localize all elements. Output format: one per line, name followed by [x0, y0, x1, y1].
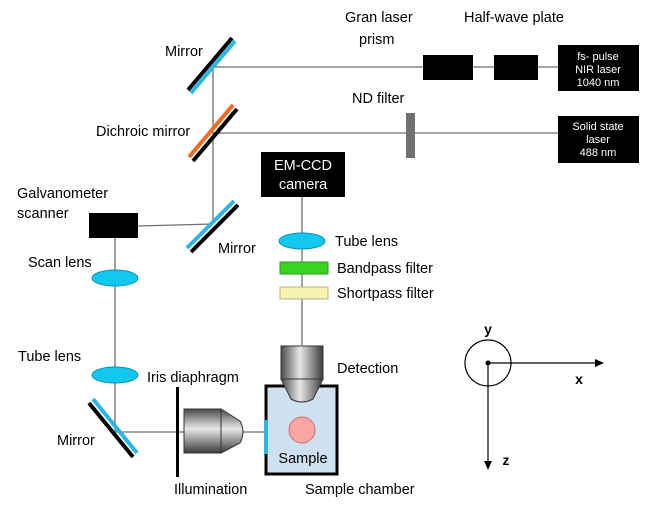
- mirror-mid-optic: [185, 199, 240, 254]
- fs-laser-line-2: NIR laser: [575, 64, 621, 76]
- nd-filter-block: [406, 113, 415, 158]
- fs-laser-line-3: 1040 nm: [577, 77, 620, 89]
- illumination-objective: [183, 408, 244, 454]
- detection-objective: [280, 345, 324, 403]
- label-tube-lens-right: Tube lens: [335, 234, 398, 250]
- beam-mirror-mid-to-galvo: [137, 223, 214, 227]
- fs-laser-box: [558, 45, 639, 91]
- solid-laser-box: [558, 116, 639, 163]
- label-half-wave-plate: Half-wave plate: [464, 10, 564, 26]
- emccd-line-1: EM-CCD: [274, 158, 332, 174]
- emccd-line-2: camera: [279, 177, 328, 193]
- shortpass-filter-optic: [279, 286, 329, 300]
- label-galvanometer-2: scanner: [17, 206, 69, 222]
- label-illumination: Illumination: [174, 482, 247, 498]
- chamber-window-left: [264, 420, 268, 454]
- label-galvanometer-1: Galvanometer: [17, 186, 108, 202]
- solid-laser-line-1: Solid state: [572, 121, 623, 133]
- label-mirror-top: Mirror: [165, 44, 203, 60]
- sample-sphere: [288, 416, 316, 444]
- label-mirror-bottom: Mirror: [57, 433, 95, 449]
- galvanometer-scanner-block: [89, 213, 138, 238]
- label-iris-diaphragm: Iris diaphragm: [147, 370, 239, 386]
- iris-diaphragm-optic: [176, 387, 179, 477]
- coordinate-axes: y x z: [464, 321, 604, 470]
- emccd-camera-box: [261, 152, 345, 197]
- tube-lens-right-optic: [278, 232, 326, 250]
- mirror-bottom-optic: [87, 397, 139, 459]
- label-detection: Detection: [337, 361, 398, 377]
- label-bandpass-filter: Bandpass filter: [337, 261, 433, 277]
- label-mirror-mid: Mirror: [218, 241, 256, 257]
- axis-x-arrowhead: [595, 359, 604, 367]
- label-gran-laser-prism-2: prism: [359, 32, 394, 48]
- axis-y-label: y: [484, 321, 492, 337]
- label-sample: Sample: [278, 451, 327, 467]
- label-tube-lens-left: Tube lens: [18, 349, 81, 365]
- axis-z-label: z: [503, 452, 510, 468]
- label-nd-filter: ND filter: [352, 91, 405, 107]
- label-sample-chamber: Sample chamber: [305, 482, 415, 498]
- solid-laser-line-2: laser: [586, 134, 610, 146]
- mirror-top-optic: [186, 36, 237, 95]
- tube-lens-left-optic: [91, 366, 139, 384]
- dichroic-mirror-optic: [187, 103, 239, 163]
- label-scan-lens: Scan lens: [28, 255, 92, 271]
- axis-z-arrowhead: [484, 461, 492, 470]
- gran-laser-prism-block: [423, 55, 473, 80]
- bandpass-filter-optic: [279, 261, 329, 275]
- axis-x-label: x: [575, 371, 583, 387]
- label-dichroic-mirror: Dichroic mirror: [96, 124, 190, 140]
- solid-laser-line-3: 488 nm: [580, 147, 617, 159]
- label-gran-laser-prism-1: Gran laser: [345, 10, 413, 26]
- fs-laser-line-1: fs- pulse: [577, 51, 619, 63]
- scan-lens-optic: [91, 269, 139, 287]
- label-shortpass-filter: Shortpass filter: [337, 286, 434, 302]
- half-wave-plate-block: [494, 55, 538, 80]
